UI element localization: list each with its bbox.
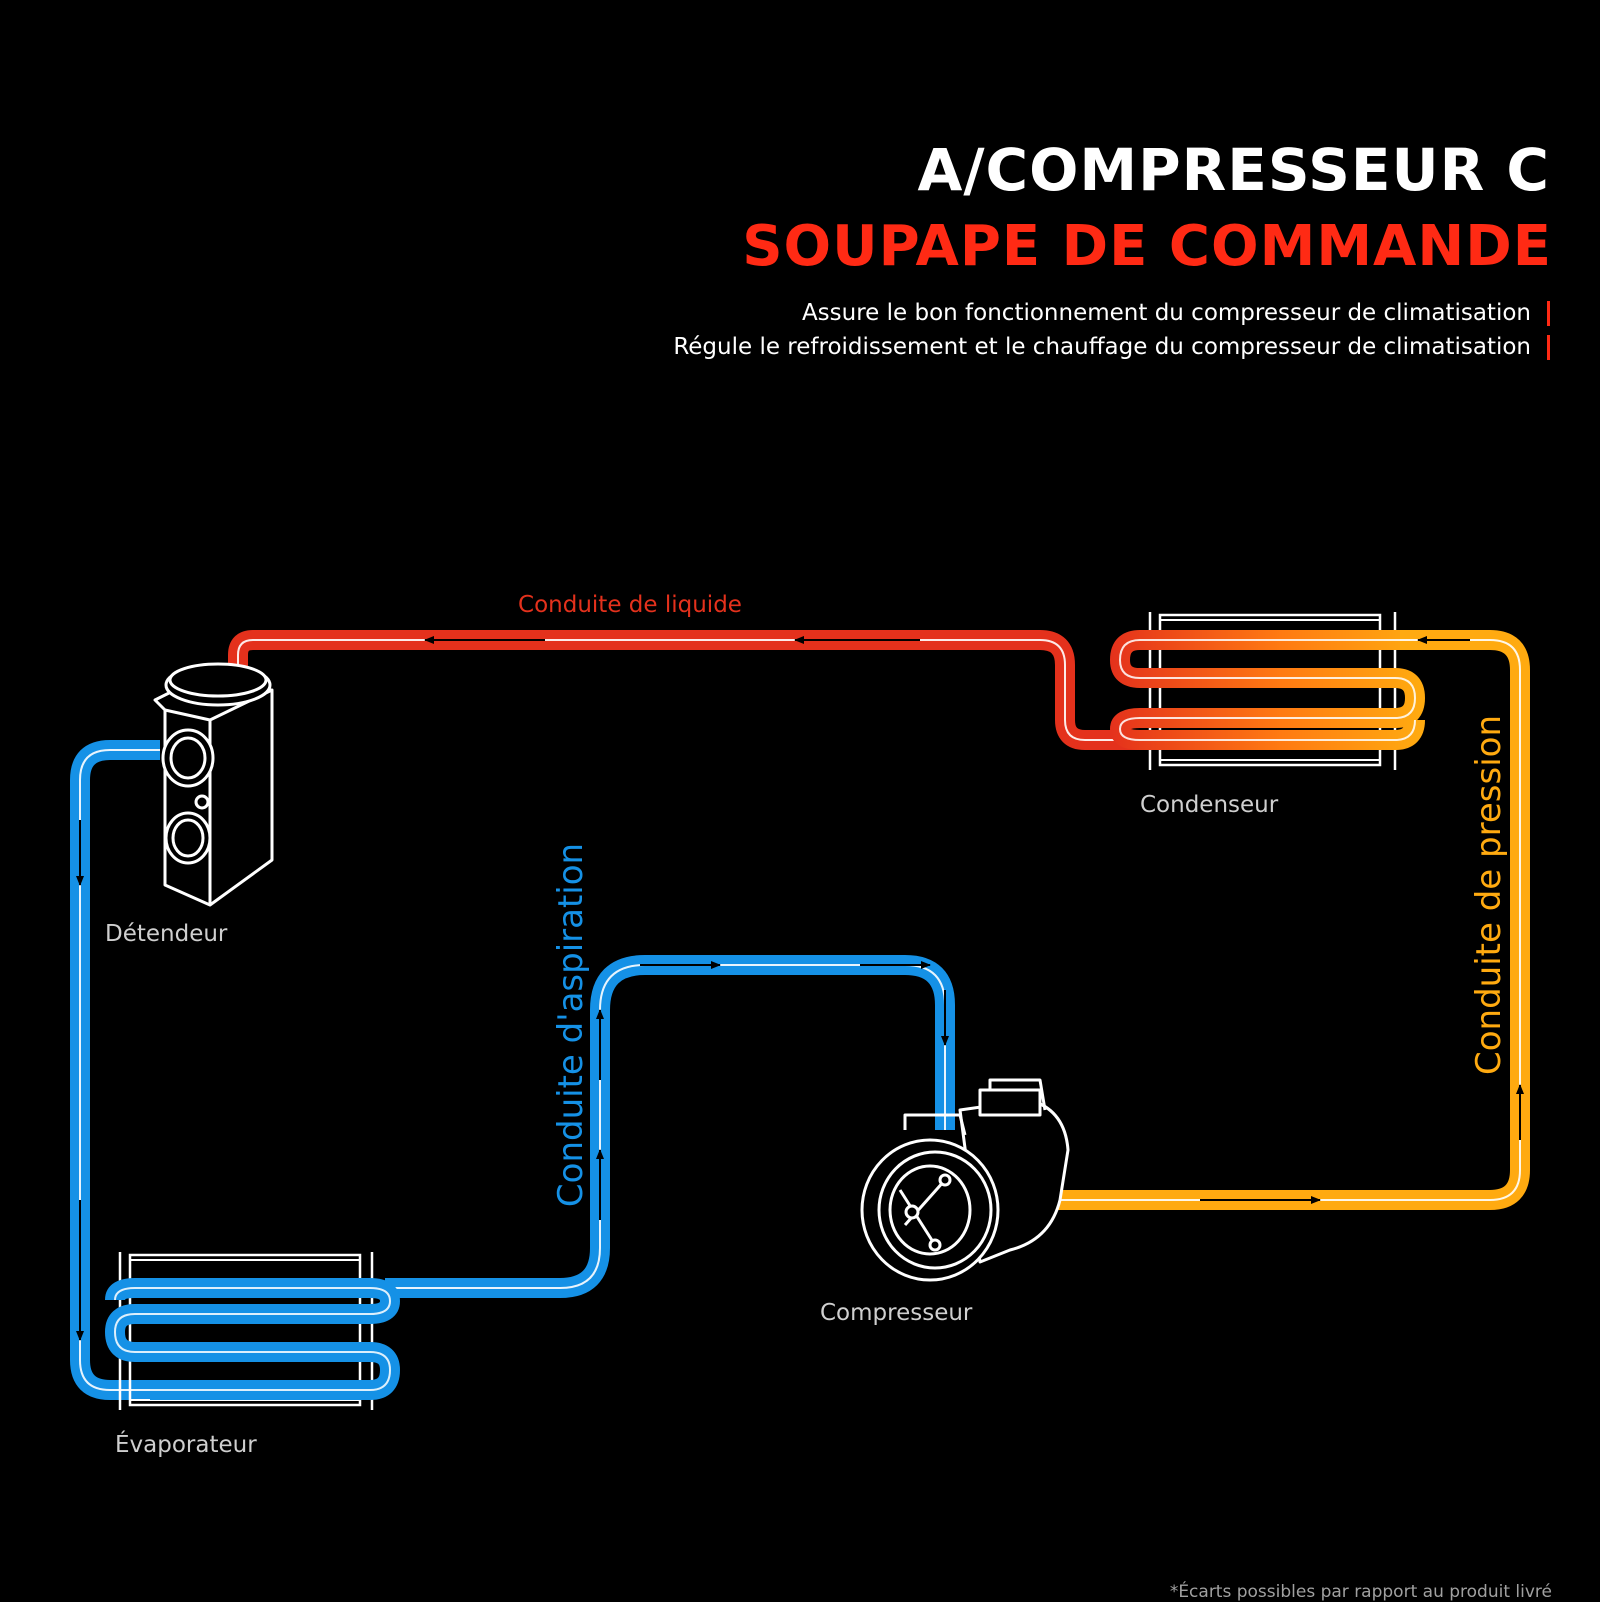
feature-item-2: Régule le refroidissement et le chauffag… [673,334,1550,360]
title-line-2: SOUPAPE DE COMMANDE [742,214,1552,279]
feature-bar-1 [1547,300,1550,326]
pressure-line [1050,630,1530,1210]
evaporator-feed-line [70,740,160,1400]
feature-bar-2 [1547,334,1550,360]
feature-text-1: Assure le bon fonctionnement du compress… [801,300,1531,326]
disclaimer-text: *Écarts possibles par rapport au produit… [1169,1582,1552,1602]
feature-item-1: Assure le bon fonctionnement du compress… [802,300,1550,326]
title-line-1: A/COMPRESSEUR C [917,136,1550,204]
label-detendeur: Détendeur [105,921,228,947]
label-suction-line: Conduite d'aspiration [551,843,591,1207]
condenser-icon [1110,612,1425,770]
suction-line [385,955,955,1298]
liquid-line [228,630,1140,750]
expansion-valve-icon [153,662,274,907]
label-pressure-line: Conduite de pression [1469,715,1509,1075]
label-evaporateur: Évaporateur [115,1430,257,1458]
feature-text-2: Régule le refroidissement et le chauffag… [673,334,1531,360]
label-compresseur: Compresseur [820,1300,973,1326]
label-condenseur: Condenseur [1140,792,1279,818]
label-liquid-line: Conduite de liquide [518,592,742,618]
compressor-icon [860,1078,1070,1282]
evaporator-icon [105,1252,400,1410]
